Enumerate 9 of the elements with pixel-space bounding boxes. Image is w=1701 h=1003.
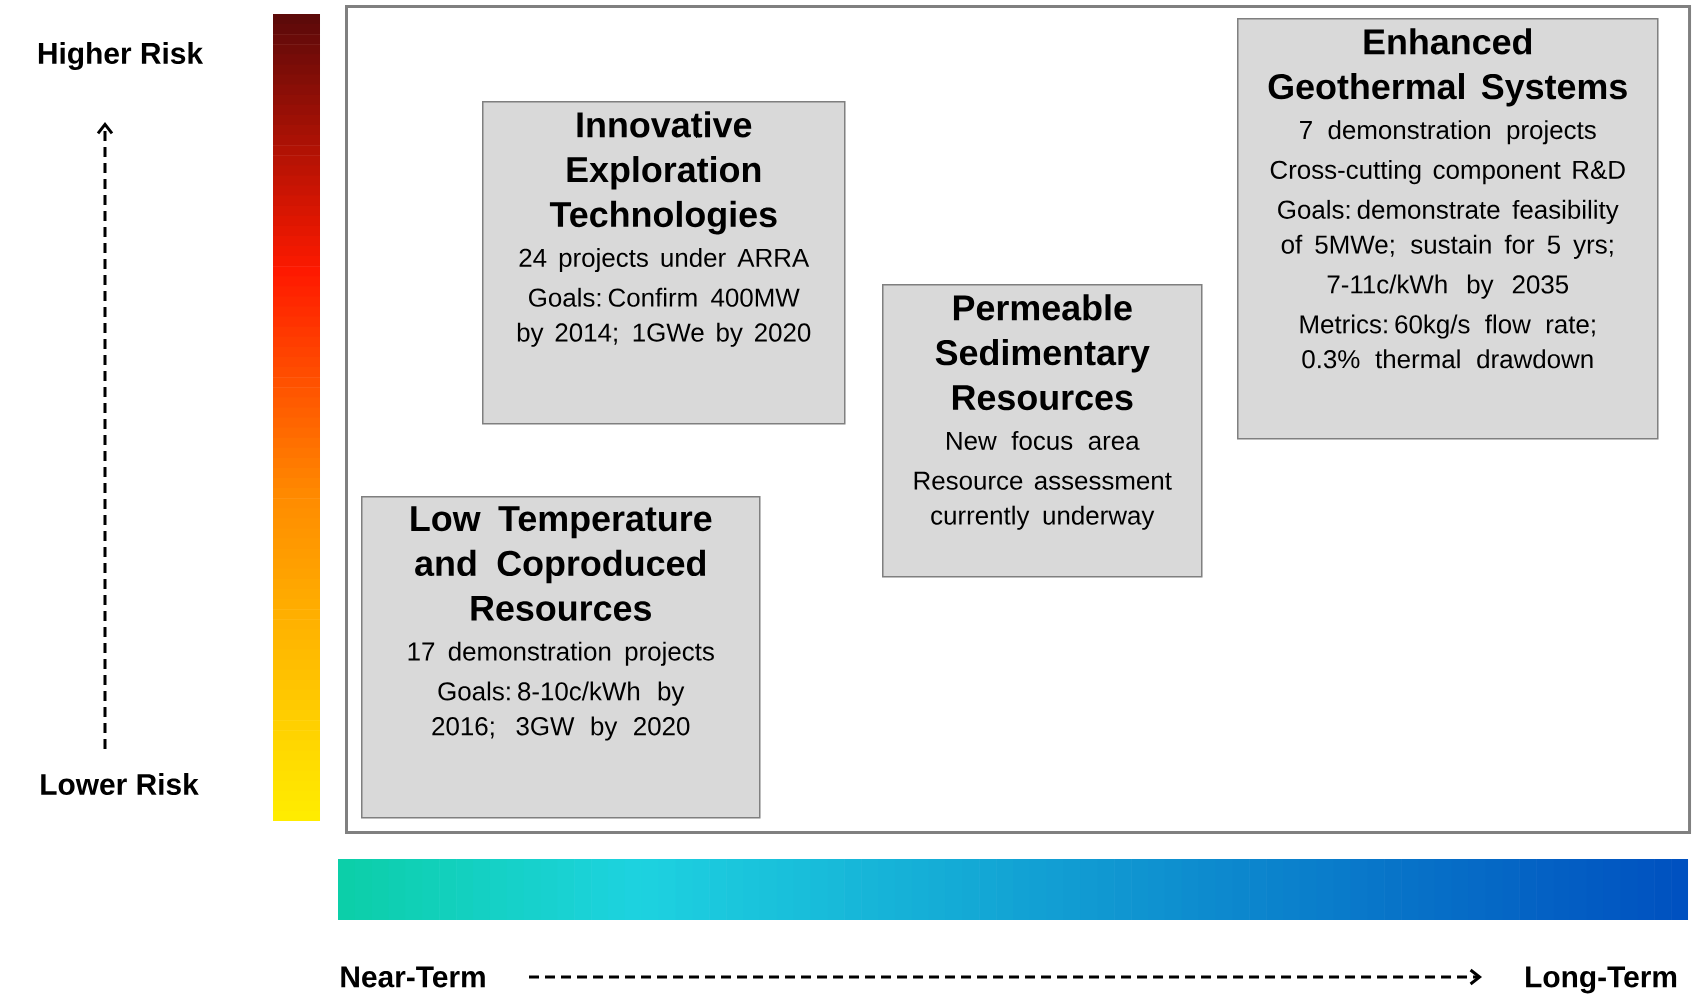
axis-label: Long-Term [1526, 966, 1677, 994]
info-box: Innovative Exploration Technologies 24 projects under ARRA Goals: Confirm 400MW by 2014; 1GWe by 2020 [482, 101, 846, 425]
axis-label: Near-Term [341, 966, 485, 988]
axis-label: Higher Risk [38, 42, 204, 70]
info-box: Enhanced Geothermal Systems 7 demonstration projects Cross-cutting component R&D Goals: demonstrate feasibility of 5MWe; sustain for 5 yrs; 7-11c/kWh by 2035 Metrics: 60kg/s flow rate; 0.3% thermal drawdown [1237, 18, 1659, 440]
info-box: Permeable Sedimentary Resources New focus area Resource assessment currently underway [882, 284, 1203, 578]
frame [345, 5, 1692, 834]
axis-label: Lower Risk [41, 773, 199, 795]
info-box: Low Temperature and Coproduced Resources 17 demonstration projects Goals: 8-10c/kWh by 2016; 3GW by 2020 [361, 496, 761, 819]
